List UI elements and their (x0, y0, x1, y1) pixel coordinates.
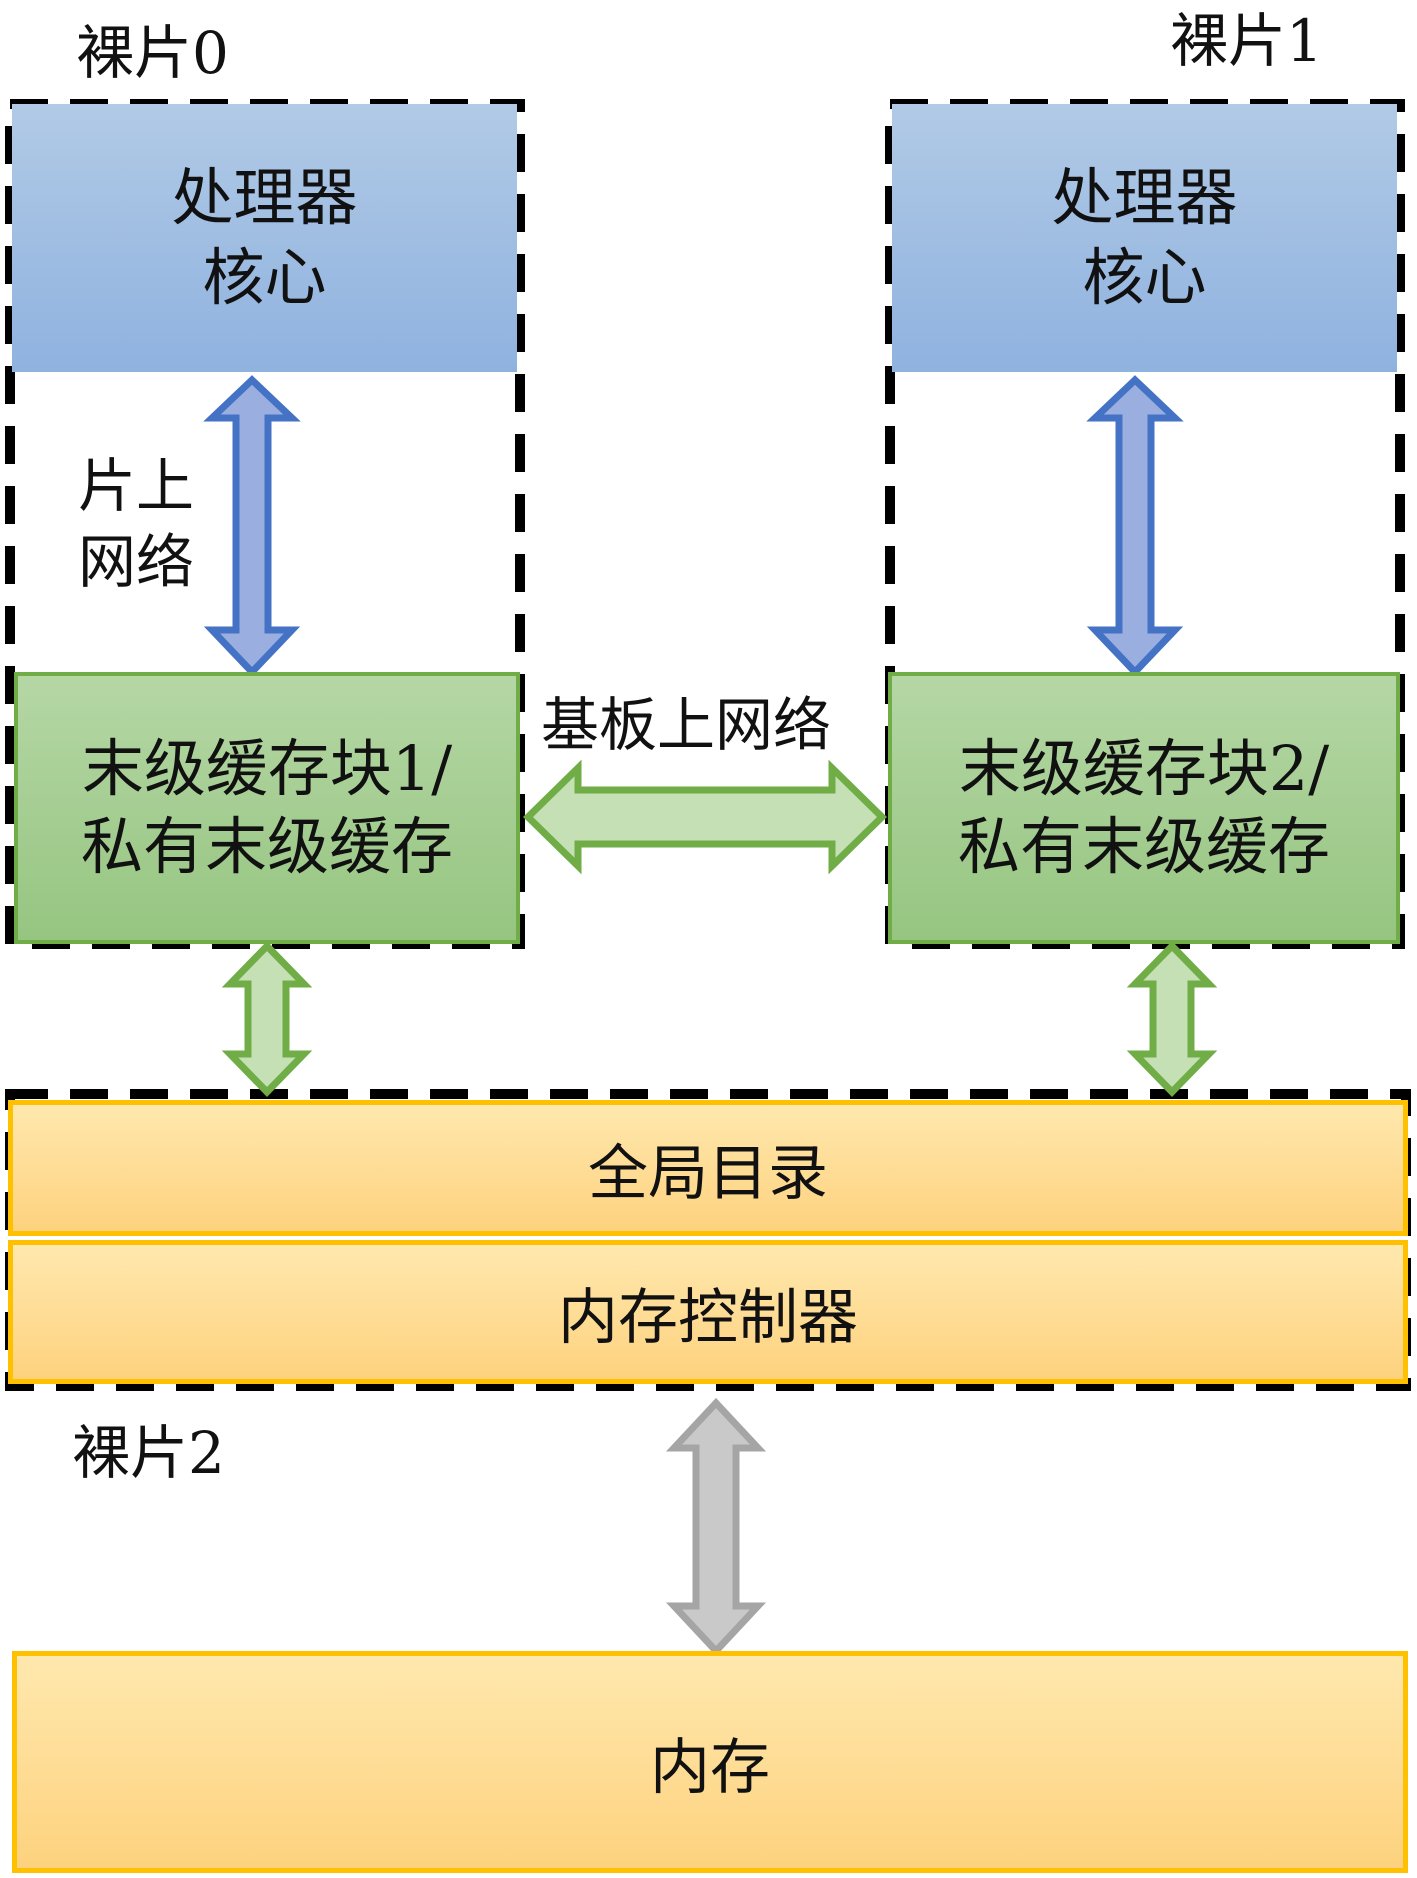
die1-label: 裸片1 (1170, 7, 1323, 75)
llc2-to-directory-arrow (1126, 940, 1218, 1098)
on-chip-network-line2: 网络 (78, 528, 195, 596)
substrate-network-arrow (522, 759, 888, 875)
on-chip-arrow-1 (1086, 375, 1184, 678)
llc1-to-directory-arrow (221, 940, 313, 1098)
processor-core-0-line2: 核心 (202, 241, 327, 314)
processor-core-0-line1: 处理器 (171, 161, 358, 234)
llc-block-2-line1: 末级缓存块2/ (958, 732, 1330, 805)
memory-controller-label: 内存控制器 (558, 1282, 858, 1353)
die0-label: 裸片0 (76, 19, 229, 87)
substrate-network-label: 基板上网络 (541, 691, 832, 759)
on-chip-network-label: 片上 网络 (78, 448, 194, 600)
llc-block-2: 末级缓存块2/ 私有末级缓存 (888, 672, 1400, 944)
memory: 内存 (12, 1651, 1408, 1873)
processor-core-0: 处理器 核心 (12, 104, 517, 372)
on-chip-network-line1: 片上 (78, 452, 195, 520)
global-directory: 全局目录 (8, 1100, 1408, 1236)
llc-block-2-line2: 私有末级缓存 (957, 810, 1330, 883)
die2-label: 裸片2 (72, 1419, 225, 1487)
memory-label: 内存 (650, 1732, 770, 1803)
processor-core-1: 处理器 核心 (892, 104, 1397, 372)
global-directory-label: 全局目录 (588, 1138, 828, 1209)
processor-core-1-line1: 处理器 (1051, 161, 1238, 234)
die2-outline (5, 1089, 1411, 1391)
memory-controller: 内存控制器 (8, 1240, 1408, 1384)
processor-core-1-line2: 核心 (1082, 241, 1207, 314)
llc-block-1: 末级缓存块1/ 私有末级缓存 (14, 672, 520, 944)
on-chip-arrow-0 (203, 375, 301, 678)
controller-to-memory-arrow (665, 1397, 767, 1657)
llc-block-1-line2: 私有末级缓存 (80, 810, 453, 883)
llc-block-1-line1: 末级缓存块1/ (81, 732, 453, 805)
